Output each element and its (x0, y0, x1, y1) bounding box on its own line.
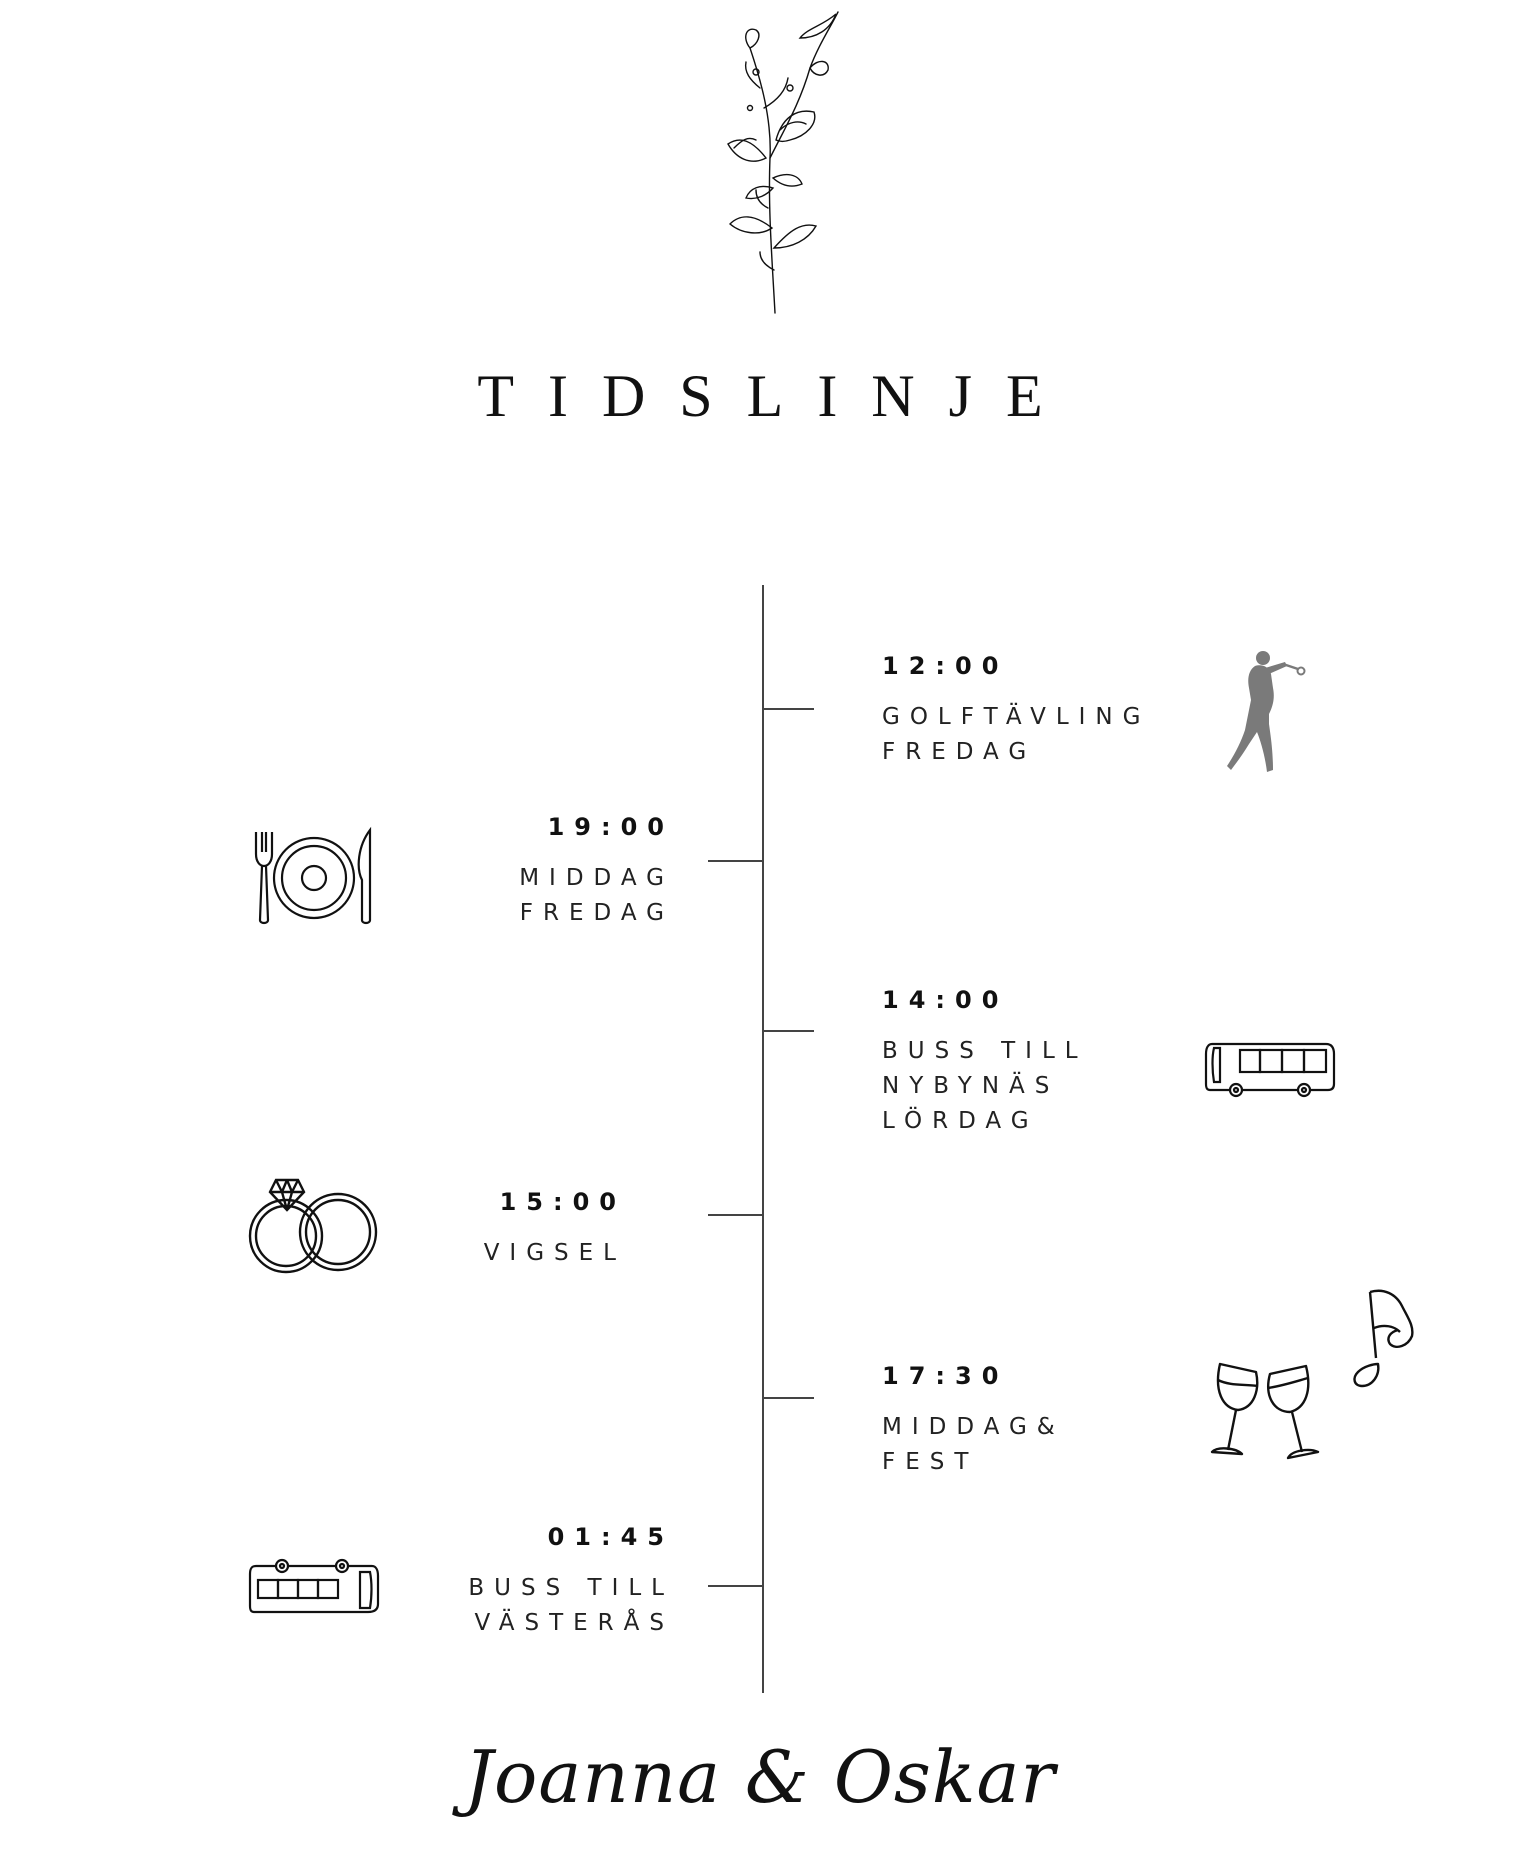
timeline-tick-bus-nybynas (762, 1030, 814, 1032)
bus-icon (248, 1558, 380, 1614)
event-time: 17:30 (882, 1362, 1009, 1390)
floral-branch-icon (727, 11, 839, 314)
music-note-icon (1353, 1289, 1414, 1388)
event-dinner-friday: 19:00 MIDDAG FREDAG (519, 813, 674, 931)
wine-glasses-icon (1210, 1362, 1320, 1460)
timeline-tick-bus-vasteras (708, 1585, 762, 1587)
timeline-tick-ceremony (708, 1214, 762, 1216)
event-ceremony: 15:00 VIGSEL (484, 1188, 626, 1271)
plate-cutlery-icon (254, 826, 372, 925)
timeline-tick-dinner-fri (708, 860, 762, 862)
golfer-icon (1227, 651, 1306, 772)
couple-signature: Joanna & Oskar (464, 1735, 1056, 1819)
page-title: TIDSLINJE (477, 363, 1077, 429)
event-time: 01:45 (547, 1523, 674, 1551)
event-label: VIGSEL (483, 1240, 626, 1266)
event-party: 17:30 MIDDAG& FEST (882, 1362, 1065, 1480)
event-time: 12:00 (882, 652, 1009, 680)
event-time: 15:00 (499, 1188, 626, 1216)
event-time: 14:00 (882, 986, 1009, 1014)
event-label: MIDDAG FREDAG (519, 865, 674, 926)
event-label: BUSS TILL VÄSTERÅS (468, 1575, 674, 1636)
timeline-tick-party (762, 1397, 814, 1399)
event-time: 19:00 (547, 813, 674, 841)
event-bus-nybynas: 14:00 BUSS TILL NYBYNÄS LÖRDAG (882, 986, 1088, 1139)
event-label: BUSS TILL NYBYNÄS LÖRDAG (882, 1038, 1088, 1134)
event-golf: 12:00 GOLFTÄVLING FREDAG (882, 652, 1150, 770)
event-bus-vasteras: 01:45 BUSS TILL VÄSTERÅS (468, 1523, 674, 1641)
bus-icon (1204, 1042, 1336, 1098)
wedding-rings-icon (248, 1178, 378, 1274)
timeline-tick-golf (762, 708, 814, 710)
event-label: GOLFTÄVLING FREDAG (882, 704, 1151, 765)
event-label: MIDDAG& FEST (882, 1414, 1065, 1475)
timeline-spine (762, 585, 764, 1693)
